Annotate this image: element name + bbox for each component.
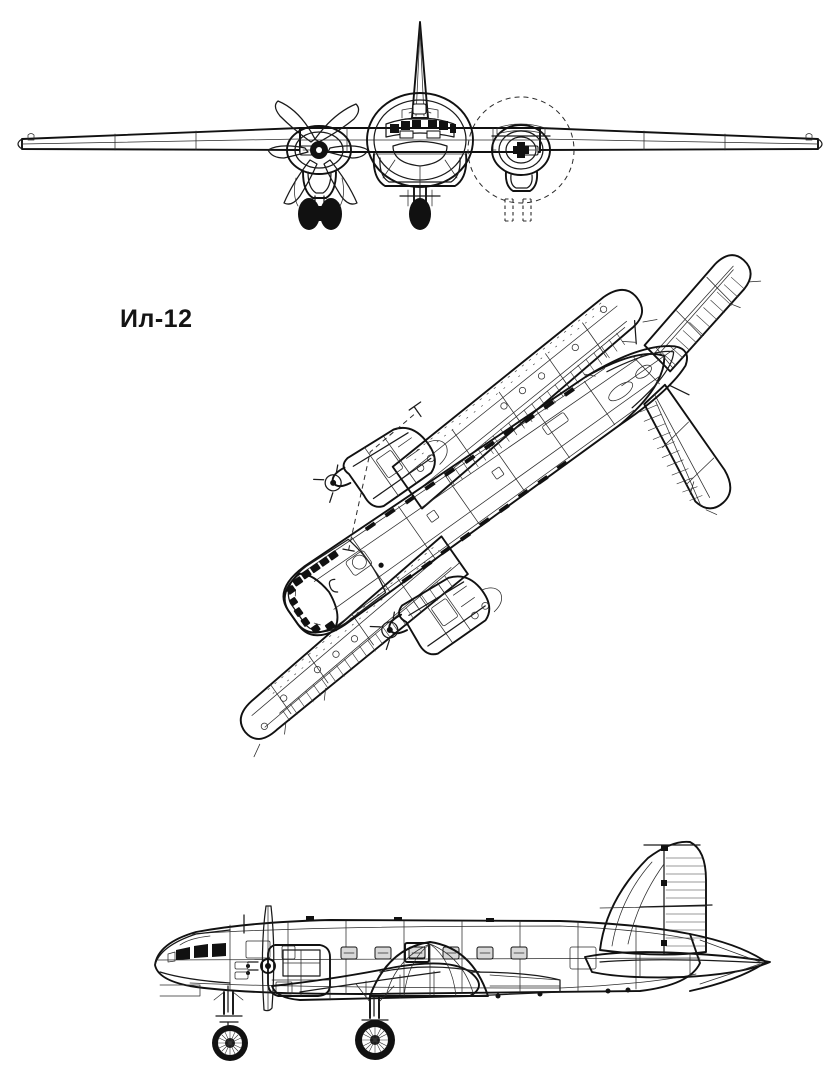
plan-port-elevator-ribs [639,400,703,507]
plan-port-rivets [267,545,440,694]
plan-starboard-spinner [313,464,352,503]
side-nose-wheel-spokes [217,1030,243,1056]
side-emergency-exit [404,942,430,963]
side-wing [271,941,561,1001]
plan-port-spinner [369,611,408,651]
side-antennas [306,916,631,999]
side-engine-nacelle [247,905,331,1012]
plan-engine-reference-line [342,401,422,552]
plan-starboard-elevator-ribs [659,269,745,366]
front-left-engine [267,100,369,230]
plan-starboard-wing [391,288,658,510]
side-main-gear [355,983,395,1060]
plan-view [239,254,762,758]
front-left-main-gear [298,198,342,230]
side-propeller [247,905,276,1012]
plan-fuselage-window-row [364,387,575,584]
side-tailplane [584,933,771,992]
front-fuselage [366,92,474,188]
side-cockpit-windows [167,943,226,963]
side-cargo-door [569,946,597,970]
front-right-retracted-gear [504,198,532,222]
side-cockpit [154,914,296,997]
front-right-engine [467,96,575,222]
front-right-propeller-arc [467,96,575,204]
plan-canopy-frames [286,550,339,634]
side-view [154,840,771,1061]
side-main-wheel-spokes [361,1026,389,1054]
plan-tail-cone [585,319,690,426]
drawing-title: Ил-12 [120,305,192,333]
plan-cockpit-canopy [283,538,387,634]
side-nose-gear [212,985,248,1061]
plan-fuselage [282,353,666,637]
front-nose-gear [399,185,441,230]
front-view [17,21,823,230]
plan-port-nacelle [369,575,502,656]
side-tail-fin [599,840,713,956]
plan-port-control-ribs [279,567,453,722]
front-cockpit-glazing [390,120,456,139]
plan-starboard-stabilizer [643,254,762,373]
plan-starboard-nacelle [313,426,448,508]
front-left-propeller [267,100,369,205]
plan-port-stabilizer [639,383,732,515]
side-cabin-windows [340,942,597,970]
plan-starboard-rivets [409,299,608,461]
